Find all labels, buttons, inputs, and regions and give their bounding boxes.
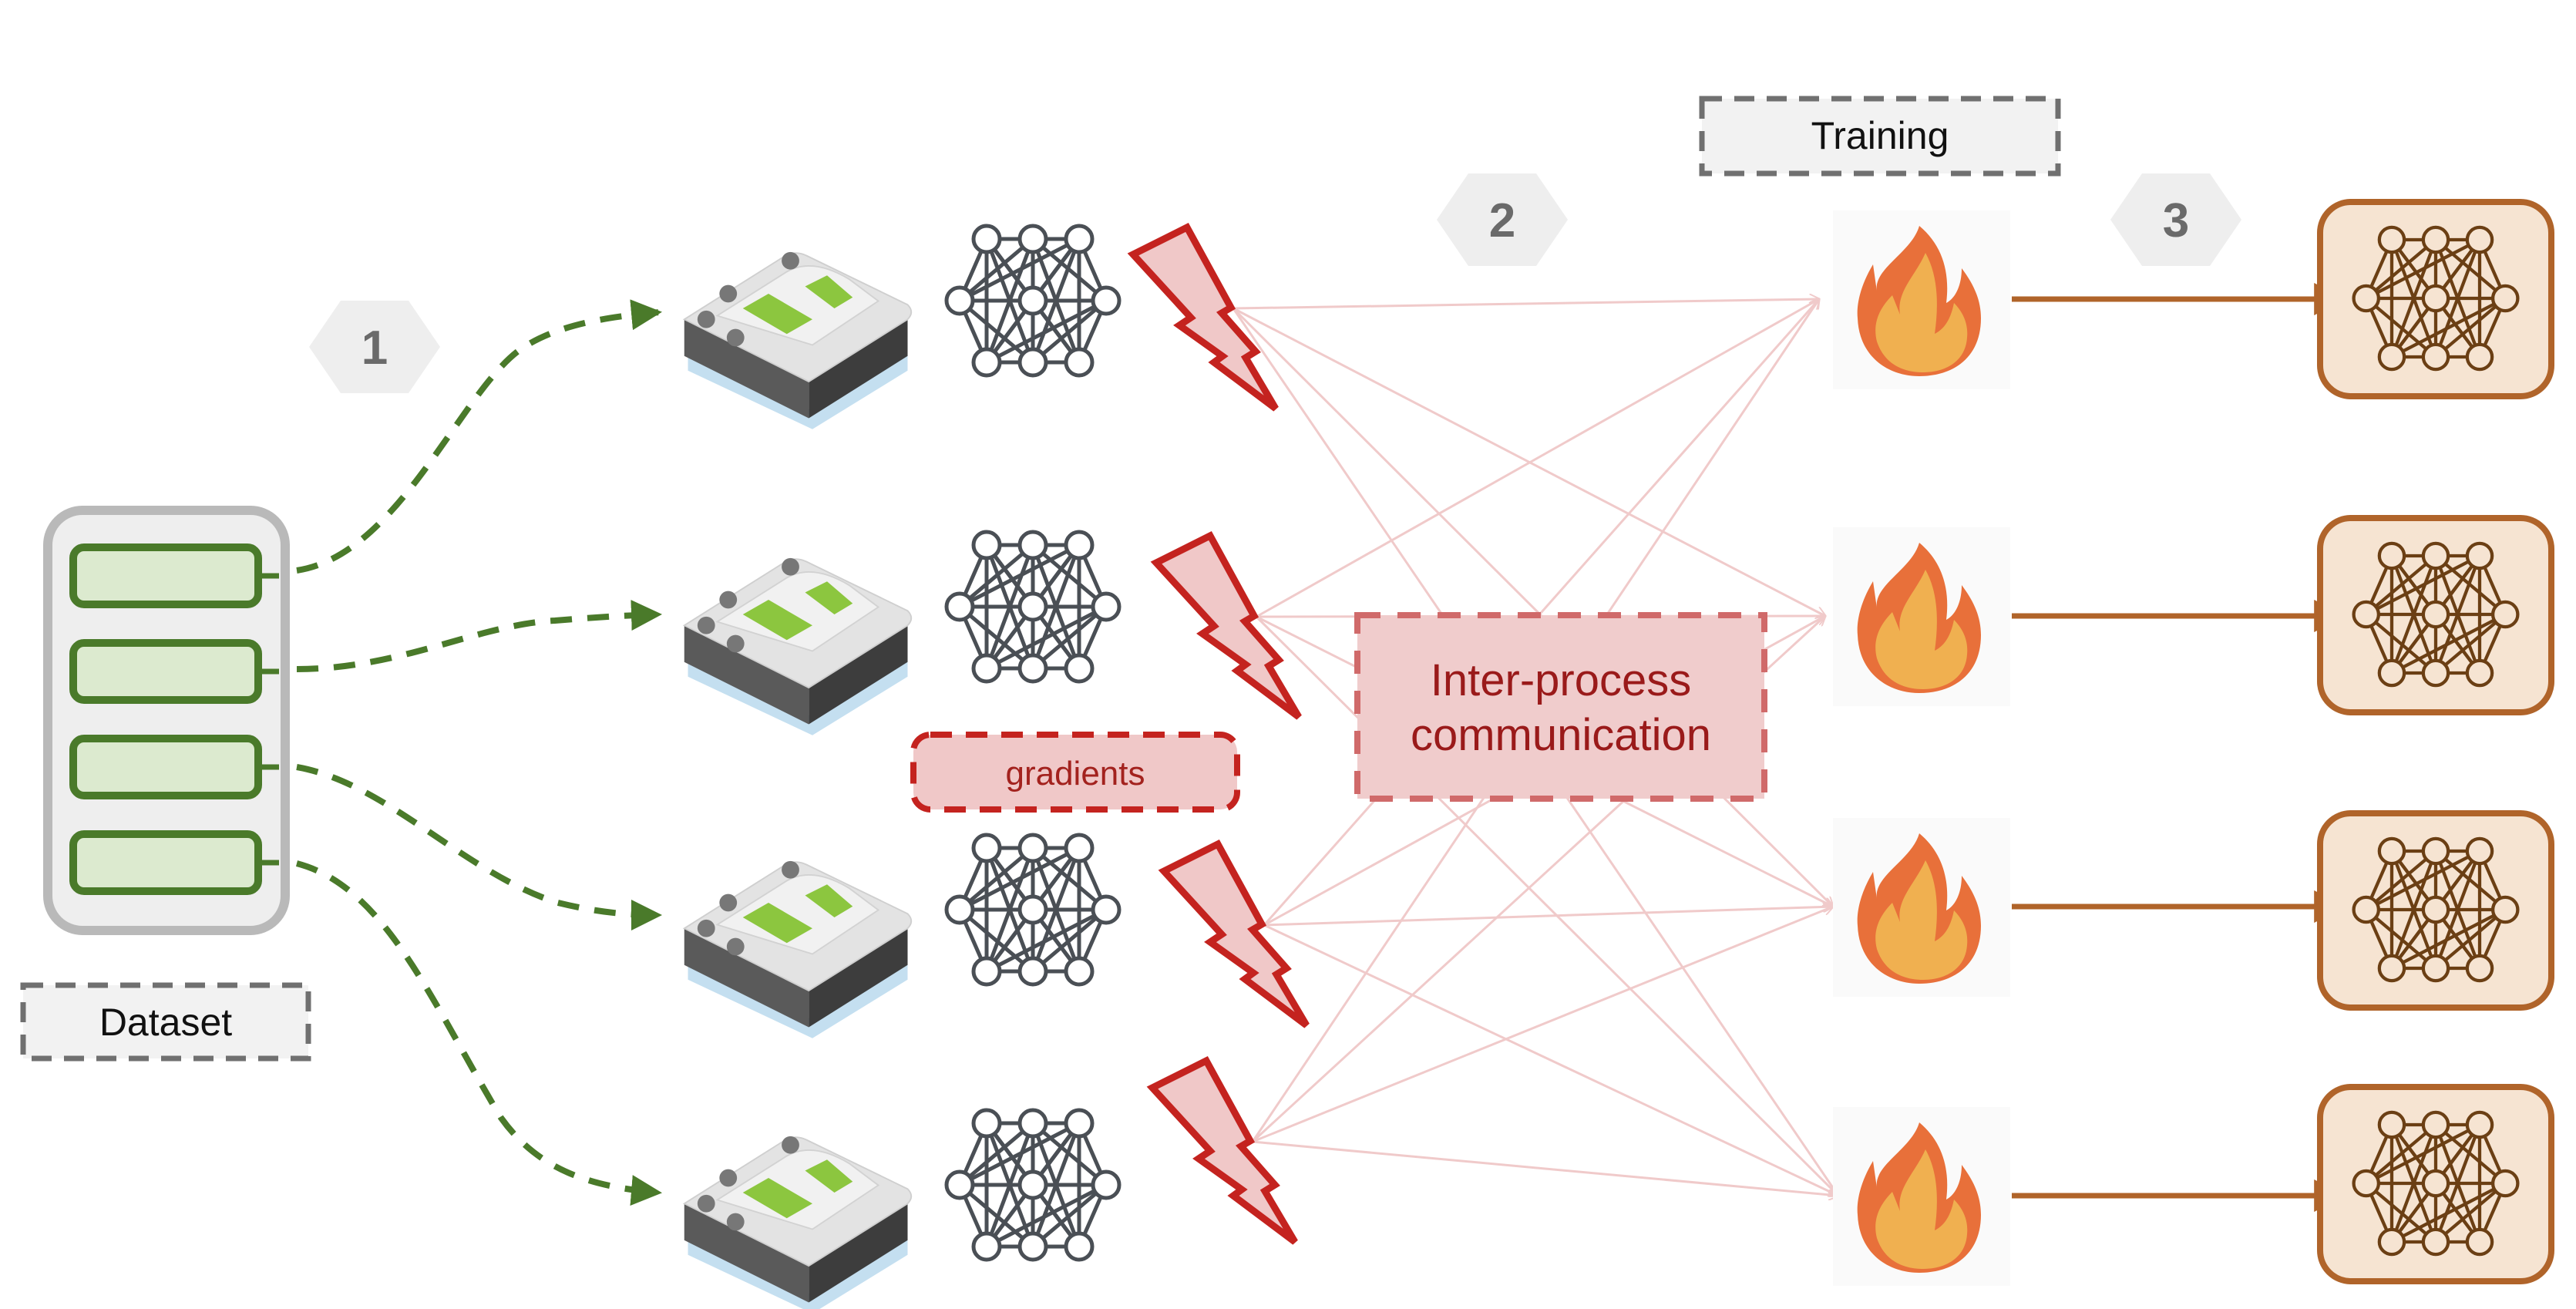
ipc-connection-line [1252,1140,1838,1196]
ipc-connection-line [1263,299,1819,926]
step-3-number: 3 [2163,194,2189,247]
gradients-label: gradients [1005,755,1145,792]
worker [683,1056,1298,1309]
dataset-group: Dataset [20,506,311,1062]
worker [683,531,1302,736]
neural-network-icon [947,1110,1119,1260]
lightning-bolt-icon [1127,223,1279,412]
ipc-label-line1: Inter-process [1431,655,1691,705]
step-1-number: 1 [362,321,388,375]
lightning-bolt-icon [1150,531,1302,720]
step-1-badge: 1 [309,301,440,393]
ipc-connection-line [1263,907,1833,927]
worker [683,223,1279,430]
lightning-bolt-icon [1158,840,1310,1028]
gradients-tag: gradients [910,732,1240,813]
disk-icon [683,1135,913,1309]
trainer [1833,515,2554,715]
ipc-box: Inter-process communication [1354,612,1767,802]
workers [683,223,1310,1309]
data-arrow [296,764,662,930]
neural-network-icon [947,835,1119,984]
trainers [1833,199,2554,1286]
ipc-connection-line [1255,615,1838,1196]
step-2-number: 2 [1489,194,1515,247]
dataset-label-box [20,982,311,1062]
trainer [1833,199,2554,399]
dataset-shard [69,543,262,608]
trainer [1833,1084,2554,1286]
data-arrow [295,860,662,1206]
ipc-connection-line [1233,299,1819,310]
step-2-badge: 2 [1437,173,1568,266]
lightning-bolt-icon [1146,1056,1298,1245]
ipc-connection-line [1263,924,1838,1196]
disk-icon [683,557,913,736]
ipc-connection-line [1232,307,1833,907]
dataset-shard [69,830,262,895]
step-3-badge: 3 [2110,173,2241,266]
worker [683,835,1310,1039]
dataset-shard [69,735,262,799]
data-arrow [296,600,662,672]
ipc-label-line2: communication [1411,710,1711,760]
dataset-label: Dataset [99,1001,232,1044]
trainer [1833,810,2554,1011]
disk-icon [683,860,913,1039]
neural-network-icon [947,226,1119,375]
training-tag: Training [1699,96,2061,177]
dataset-container [43,506,290,935]
ipc-connection-line [1256,299,1819,618]
ipc-connection-line [1252,907,1833,1143]
data-distribution-arrows [295,299,662,1206]
data-arrow [296,299,662,574]
neural-network-icon [947,532,1119,681]
training-label: Training [1811,114,1949,157]
dataset-shard [69,639,262,704]
disk-icon [683,251,913,430]
